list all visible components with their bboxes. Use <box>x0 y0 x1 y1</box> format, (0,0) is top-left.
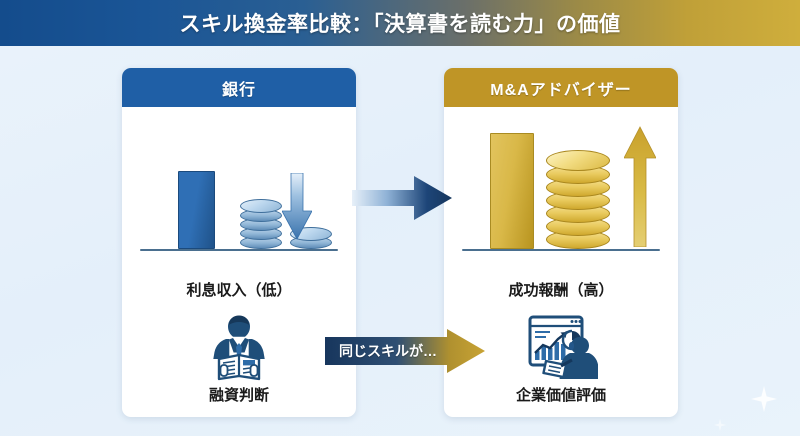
page-title: スキル換金率比較：「決算書を読む力」の価値 <box>179 13 621 36</box>
panel-bank: 銀行 <box>122 68 356 417</box>
person-reading-document-icon <box>202 313 276 381</box>
ma-coin-stack-large <box>546 139 612 249</box>
ma-chart-caption: 成功報酬（高） <box>508 282 614 299</box>
header-banner: スキル換金率比較：「決算書を読む力」の価値 <box>0 0 800 46</box>
chart-baseline <box>462 249 660 251</box>
coin-icon <box>546 150 610 171</box>
bank-chart-caption: 利息収入（低） <box>186 282 292 299</box>
coin-icon <box>240 199 282 213</box>
trend-down-arrow-icon <box>281 172 313 243</box>
bottom-connector-label: 同じスキルが… <box>339 343 437 359</box>
chart-baseline <box>140 249 338 251</box>
panel-ma-advisor: M&Aアドバイザー <box>444 68 678 417</box>
sparkle-icon <box>751 386 777 412</box>
ma-chart <box>462 107 660 277</box>
ma-fee-bar <box>490 133 534 249</box>
panel-ma-advisor-header: M&Aアドバイザー <box>444 68 678 107</box>
analyst-valuation-chart-icon <box>524 313 600 381</box>
bank-skill-label: 融資判断 <box>208 387 269 404</box>
panel-ma-advisor-body: 成功報酬（高） <box>444 107 678 417</box>
bank-revenue-bar <box>178 171 215 249</box>
panel-bank-body: 利息収入（低） <box>122 107 356 417</box>
panel-ma-advisor-title: M&Aアドバイザー <box>490 81 632 99</box>
bottom-connector-arrow: 同じスキルが… <box>325 329 485 373</box>
ma-skill-item: 企業価値評価 <box>444 313 678 405</box>
bank-skill-item: 融資判断 <box>122 313 356 405</box>
top-connector-arrow-icon <box>352 176 452 220</box>
ma-skill-label: 企業価値評価 <box>515 387 606 404</box>
sparkle-icon <box>714 419 726 431</box>
panel-bank-header: 銀行 <box>122 68 356 107</box>
bank-coin-stack-large <box>240 197 284 249</box>
bank-chart <box>140 107 338 277</box>
trend-up-arrow-icon <box>623 125 657 248</box>
panel-bank-title: 銀行 <box>221 81 256 99</box>
